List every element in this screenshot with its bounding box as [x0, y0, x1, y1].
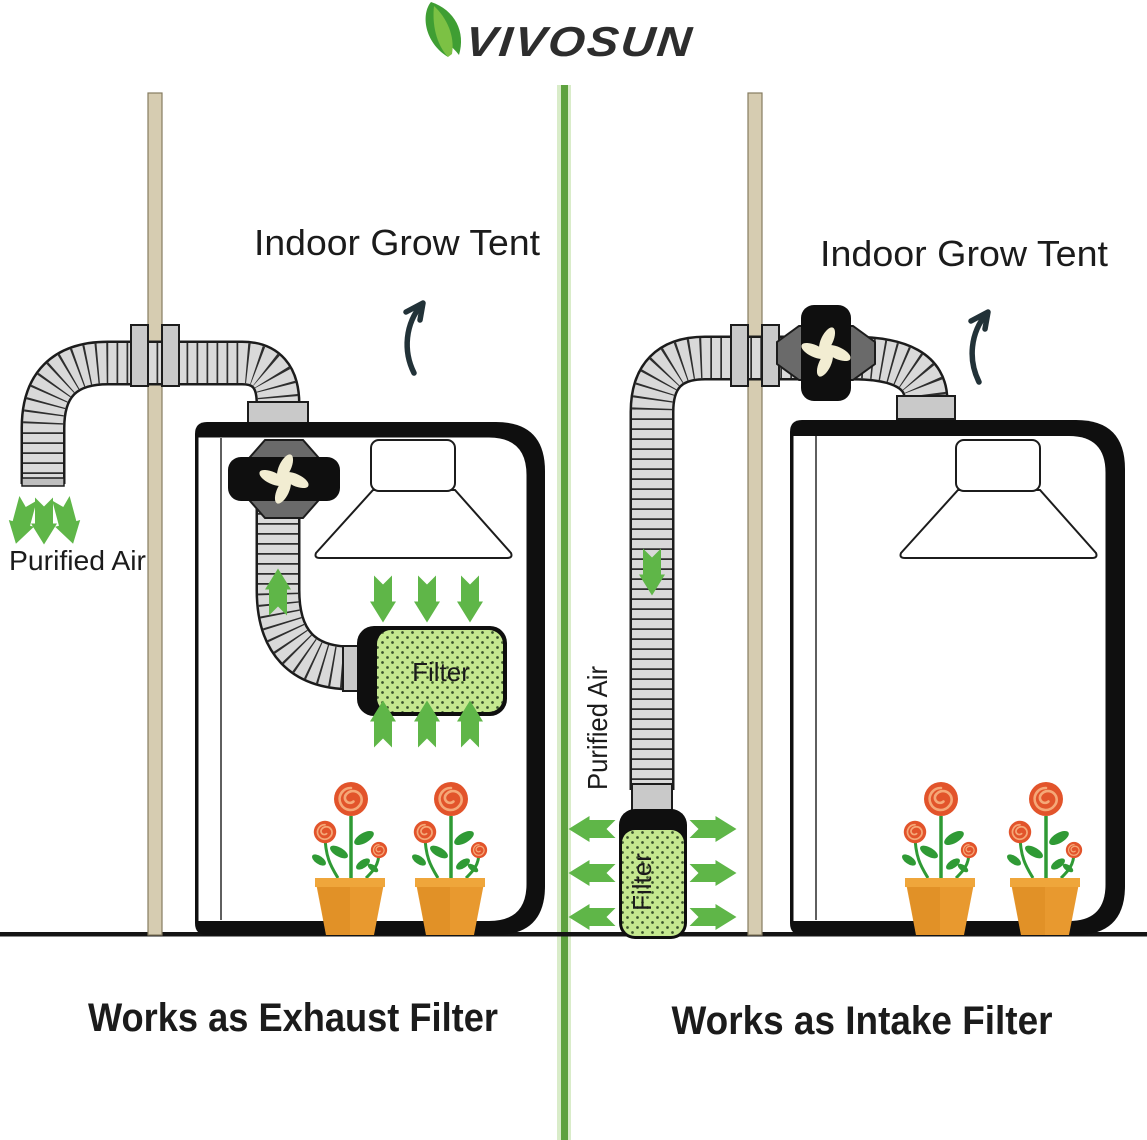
airflow-arrow-icon [689, 816, 737, 842]
airflow-arrow-icon [568, 816, 616, 842]
filter-cylinder-icon: Filter [357, 626, 507, 716]
wall-pole-icon [147, 92, 163, 936]
brand-name: VIVOSUN [463, 18, 696, 65]
curved-pointer-arrow-icon [406, 303, 423, 373]
wall-coupling-left [730, 324, 749, 387]
wall-coupling-right [161, 324, 180, 387]
purified-air-label: Purified Air [9, 545, 146, 576]
airflow-arrow-icon [48, 494, 86, 548]
fan-icon [228, 439, 340, 519]
airflow-arrow-icon [568, 860, 616, 886]
wall-pole-icon [747, 92, 763, 936]
duct-open-end [21, 477, 65, 487]
purified-air-label: Purified Air [582, 666, 613, 790]
curved-pointer-arrow-icon [971, 312, 988, 382]
purified-air-flow: Purified Air [3, 494, 146, 576]
fan-icon [776, 305, 876, 401]
panel-title: Indoor Grow Tent [820, 233, 1108, 274]
airflow-arrow-icon [689, 860, 737, 886]
divider-line [561, 85, 568, 1140]
center-divider [557, 85, 571, 1140]
tent-top-collar [896, 395, 956, 420]
airflow-arrow-icon [568, 904, 616, 930]
leaf-icon [425, 2, 462, 57]
airflow-arrow-icon [689, 904, 737, 930]
grow-light-icon [314, 439, 513, 559]
panel-title: Indoor Grow Tent [254, 222, 540, 263]
left-panel-exhaust: Purified Air Indoor Grow Tent [3, 92, 545, 1040]
filter-flange [631, 783, 673, 813]
wall-coupling-left [130, 324, 149, 387]
floor-line [0, 932, 1147, 937]
filter-label: Filter [627, 853, 657, 911]
right-panel-intake: Indoor Grow Tent Purified Air Filter [568, 92, 1125, 1043]
filter-cylinder-icon: Filter [619, 809, 687, 939]
brand-logo: VIVOSUN [425, 2, 696, 65]
grow-light-icon [899, 439, 1098, 559]
panel-caption: Works as Exhaust Filter [88, 996, 498, 1040]
panel-caption: Works as Intake Filter [672, 999, 1053, 1043]
duct-icon [22, 363, 278, 486]
tent-top-collar [247, 401, 309, 424]
filter-label: Filter [412, 657, 470, 687]
